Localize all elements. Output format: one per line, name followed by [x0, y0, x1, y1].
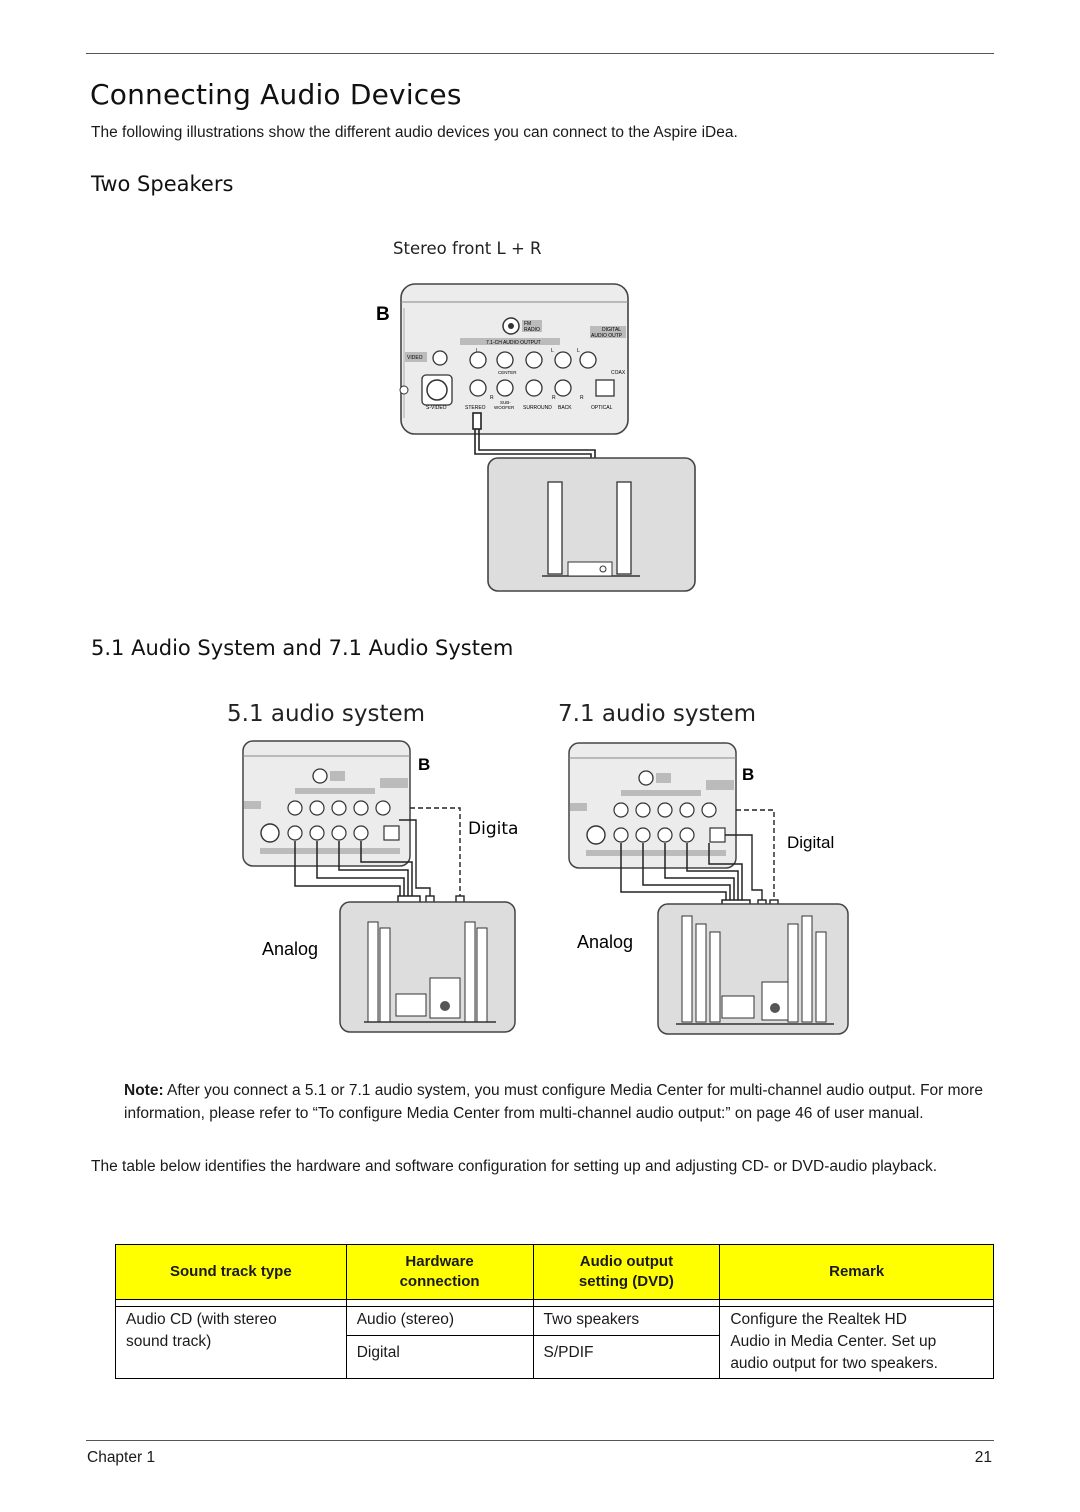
svg-text:R: R [552, 395, 556, 401]
svg-text:DIGITAL: DIGITAL [602, 327, 621, 333]
svg-text:AUDIO OUTP: AUDIO OUTP [591, 333, 623, 339]
stereo-speakers-box [487, 457, 696, 592]
analog-label: Analog [577, 932, 633, 952]
table-row: Digital S/PDIF [116, 1335, 994, 1379]
cell-hardware-stereo: Audio (stereo) [345, 1306, 534, 1336]
col-header-remark: Remark [719, 1244, 994, 1300]
five-one-diagram: B Digital Analog [242, 740, 520, 1033]
rear-panel [568, 742, 737, 869]
note-label: Note: [124, 1082, 164, 1099]
note-paragraph: Note: After you connect a 5.1 or 7.1 aud… [124, 1080, 994, 1125]
col-header-sound-track: Sound track type [115, 1244, 347, 1300]
digital-label: Digital [787, 833, 834, 852]
top-rule [86, 53, 994, 54]
svg-text:COAX: COAX [611, 370, 626, 376]
seven-one-diagram: B Digital Analog [568, 742, 849, 1035]
speaker-set-box [657, 903, 849, 1035]
svg-text:R: R [580, 395, 584, 401]
analog-label: Analog [262, 939, 318, 959]
svg-text:STEREO: STEREO [465, 405, 486, 411]
panel-marker: B [742, 765, 754, 784]
section-heading-two-speakers: Two Speakers [91, 172, 234, 196]
svg-text:L: L [577, 348, 580, 354]
seven-one-title: 7.1 audio system [558, 701, 757, 727]
section-heading-surround: 5.1 Audio System and 7.1 Audio System [91, 636, 514, 660]
svg-text:BACK: BACK [558, 405, 572, 411]
rear-panel: FM RADIO DIGITAL AUDIO OUTP 7.1-CH AUDIO… [399, 283, 629, 435]
table-intro-paragraph: The table below identifies the hardware … [91, 1158, 938, 1175]
cell-output-two-speakers: Two speakers [532, 1306, 721, 1336]
table-spacer-row [115, 1299, 994, 1307]
footer-rule [86, 1440, 994, 1441]
cell-hardware-digital: Digital [345, 1335, 534, 1379]
panel-marker: B [418, 755, 430, 774]
svg-text:WOOFER: WOOFER [494, 405, 515, 410]
speaker-set-box [339, 901, 516, 1033]
svg-text:OPTICAL: OPTICAL [591, 405, 613, 411]
note-text: After you connect a 5.1 or 7.1 audio sys… [124, 1082, 983, 1122]
cell-output-spdif: S/PDIF [532, 1335, 721, 1379]
footer-page-number: 21 [974, 1449, 992, 1466]
svg-text:RADIO: RADIO [524, 327, 540, 333]
svg-text:S-VIDEO: S-VIDEO [426, 405, 447, 411]
page-title: Connecting Audio Devices [90, 78, 462, 111]
footer-chapter: Chapter 1 [87, 1449, 156, 1466]
rear-panel [242, 740, 411, 867]
stereo-figure-label: Stereo front L + R [393, 239, 542, 258]
svg-text:CENTER: CENTER [498, 370, 517, 375]
digital-label: Digital [468, 819, 520, 839]
svg-text:R: R [490, 395, 494, 401]
svg-text:SURROUND: SURROUND [523, 405, 552, 411]
intro-paragraph: The following illustrations show the dif… [91, 124, 738, 141]
svg-text:L: L [476, 348, 479, 354]
svg-text:VIDEO: VIDEO [407, 355, 423, 361]
svg-text:FM: FM [524, 321, 531, 327]
five-one-title: 5.1 audio system [227, 701, 426, 727]
panel-marker: B [376, 304, 390, 325]
svg-text:SUB-: SUB- [500, 400, 511, 405]
two-speakers-diagram: B FM RADIO DIGITAL AUDIO OUTP 7.1-CH AUD… [376, 283, 696, 592]
svg-text:L: L [551, 348, 554, 354]
svg-text:7.1-CH AUDIO OUTPUT: 7.1-CH AUDIO OUTPUT [486, 340, 541, 346]
